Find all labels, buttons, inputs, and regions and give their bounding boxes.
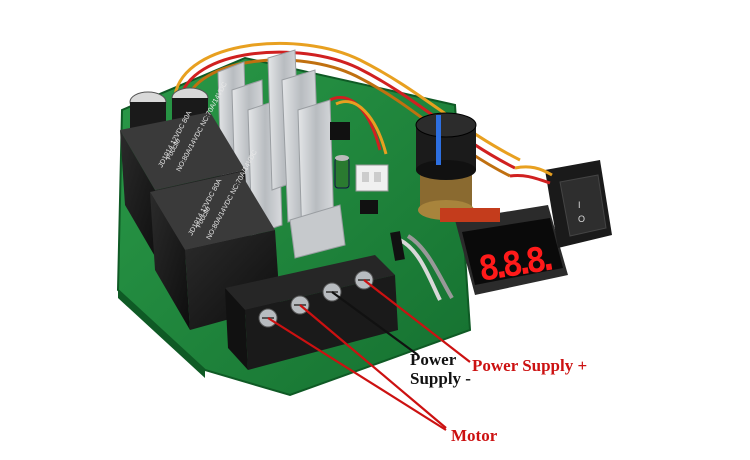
- board-wires: [390, 231, 454, 301]
- small-capacitor: [334, 155, 350, 189]
- label-power-supply-minus-line2: Supply -: [410, 369, 471, 388]
- arrow-power-minus: [331, 291, 419, 356]
- heatsink-right: [267, 49, 346, 259]
- black-header: [330, 122, 378, 214]
- arrow-power-plus: [363, 279, 471, 363]
- led-display-module: [440, 205, 568, 295]
- white-connector: [355, 164, 389, 192]
- potentiometer-knob[interactable]: [415, 112, 477, 220]
- arrow-motor-1: [267, 317, 447, 431]
- switch-mark-i: I: [578, 200, 581, 210]
- annotation-arrows: [267, 279, 471, 431]
- pcb-edge: [118, 290, 205, 378]
- label-power-supply-plus: Power Supply +: [472, 356, 588, 375]
- label-power-supply-minus-line1: Power: [410, 350, 457, 369]
- label-motor: Motor: [451, 426, 498, 445]
- rocker-switch[interactable]: I O: [545, 160, 612, 248]
- label-power-supply-minus: Power Supply -: [410, 350, 471, 388]
- arrow-motor-2: [299, 304, 447, 429]
- switch-leads: [509, 165, 553, 185]
- switch-mark-o: O: [578, 214, 585, 224]
